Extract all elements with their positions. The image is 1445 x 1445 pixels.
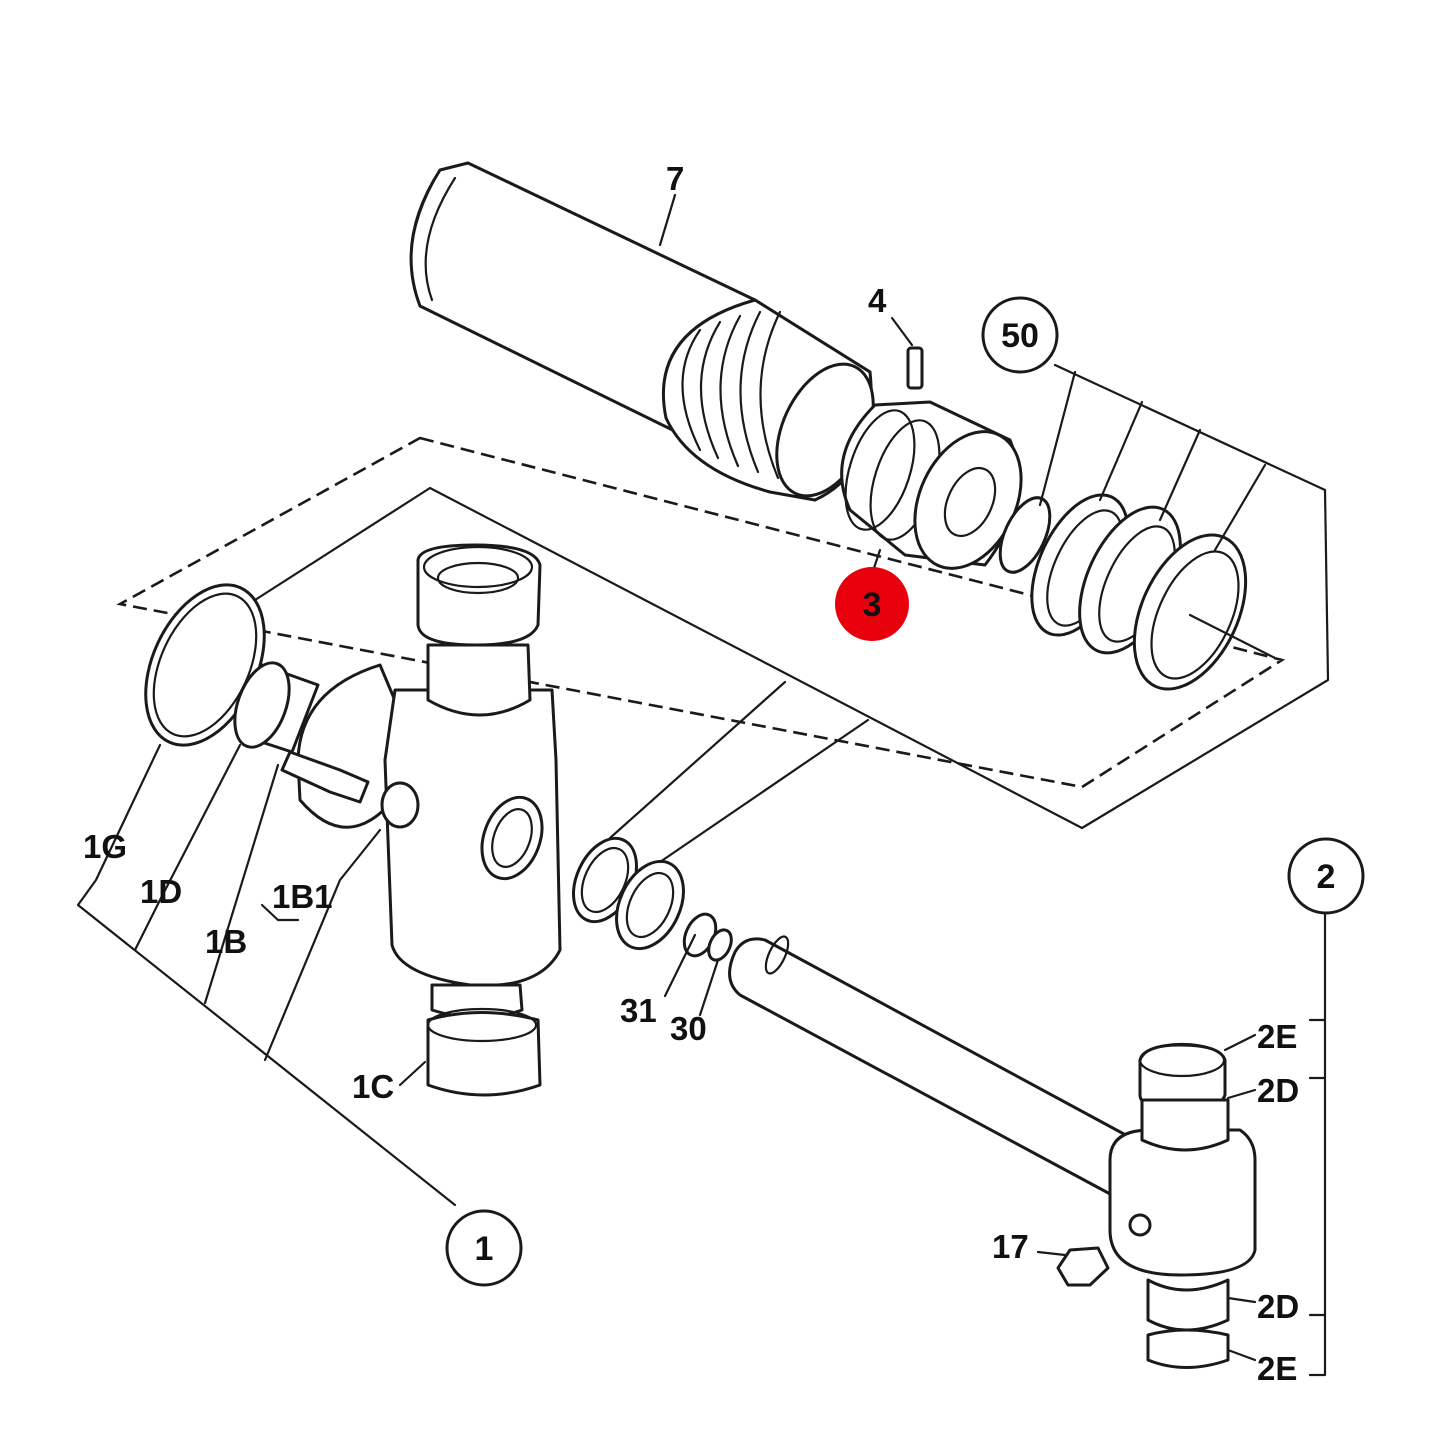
label-1C: 1C — [352, 1068, 394, 1105]
callout-50: 50 — [981, 296, 1059, 374]
pin — [890, 316, 924, 390]
callout-3-text: 3 — [863, 586, 882, 624]
kit-50-bracket — [253, 363, 1330, 830]
callout-1-text: 1 — [475, 1230, 494, 1268]
callout-50-text: 50 — [1001, 317, 1039, 355]
rod-seals — [572, 680, 870, 962]
callout-3: 3 — [835, 567, 909, 641]
cylinder-barrel — [409, 161, 875, 502]
label-2E-bottom: 2E — [1257, 1350, 1297, 1387]
seal-kit-rings — [998, 370, 1277, 691]
cylinder-body — [144, 543, 562, 1097]
label-1D: 1D — [140, 873, 182, 910]
label-31: 31 — [620, 992, 657, 1029]
kit-3-dashed-outline — [116, 436, 1286, 789]
label-1B1: 1B1 — [272, 878, 333, 915]
callout-1: 1 — [445, 1209, 523, 1287]
callout-2: 2 — [1287, 837, 1365, 915]
leader-lines — [76, 193, 1327, 1377]
label-2D-top: 2D — [1257, 1072, 1299, 1109]
piston-head — [840, 400, 1023, 582]
callout-2-text: 2 — [1317, 858, 1336, 896]
label-17: 17 — [992, 1228, 1029, 1265]
label-4: 4 — [868, 282, 887, 319]
label-2D-bottom: 2D — [1257, 1288, 1299, 1325]
piston-rod — [728, 935, 1257, 1369]
label-2E-top: 2E — [1257, 1018, 1297, 1055]
callout-3-highlight — [835, 567, 909, 641]
label-7: 7 — [666, 160, 684, 197]
label-1B: 1B — [205, 923, 247, 960]
label-1G: 1G — [83, 828, 127, 865]
label-30: 30 — [670, 1010, 707, 1047]
